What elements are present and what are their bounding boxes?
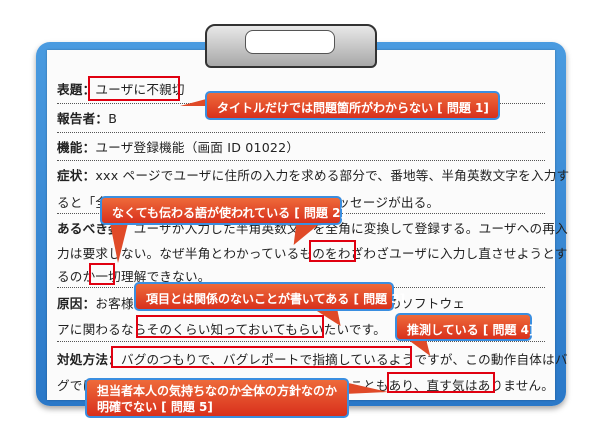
text: 理解できない。	[120, 269, 211, 284]
highlight-box-5	[387, 372, 495, 393]
reporter-value: B	[108, 111, 118, 126]
symptom-row: 症状：xxx ページでユーザに住所の入力を求める部分で、番地等、半角英数文字を入…	[57, 165, 569, 184]
feature-label: 機能：	[57, 140, 96, 155]
divider	[57, 341, 545, 342]
text: わざわざ	[337, 246, 390, 261]
text: そのくらい知っておいてもらいたい	[146, 322, 349, 337]
highlight-box-3	[136, 315, 324, 338]
symptom-label: 症状：	[57, 168, 96, 183]
callout-text: 担当者本人の気持ちなのか全体の方針なのか	[97, 384, 338, 398]
text: るのか	[57, 269, 96, 284]
callout-tail	[344, 382, 388, 394]
highlight-box-2a	[89, 263, 115, 285]
feature-value: ユーザ登録機能（画面 ID 01022）	[95, 140, 300, 155]
cause-label: 原因：	[57, 296, 96, 311]
text: 、この動作自体はバ	[452, 352, 568, 367]
clip-hole	[245, 30, 335, 54]
cause-text-2: アに関わるならそのくらい知っておいてもらいたいです。	[57, 319, 386, 338]
title-value: ユーザに不親切	[95, 82, 185, 97]
highlight-box-2b	[309, 240, 356, 262]
callout-problem-1: タイトルだけでは問題箇所がわからない [ 問題 1]	[205, 91, 500, 120]
clipboard-clip	[205, 24, 377, 68]
fix-row: 対処方法：バグのつもりで、バグレポートで指摘しているようですが、この動作自体はバ	[57, 349, 568, 368]
reporter-row: 報告者：B	[57, 108, 117, 127]
callout-problem-5: 担当者本人の気持ちなのか全体の方針なのか明確でない [ 問題 5]	[85, 378, 349, 418]
text: 直す気はありません	[426, 378, 542, 393]
divider	[57, 132, 545, 133]
title-label: 表題：	[57, 82, 96, 97]
text: ユーザに入力し直させようとす	[389, 246, 568, 261]
text: バグのつもりで、バグレポートで指摘しているようですが	[120, 352, 453, 367]
callout-problem-4: 推測している [ 問題 4]	[395, 313, 535, 341]
text: 力は要求しない。なぜ半角とわかっているものを	[57, 246, 338, 261]
feature-row: 機能：ユーザ登録機能（画面 ID 01022）	[57, 137, 299, 156]
highlight-box-4	[111, 346, 412, 368]
text: です。	[348, 322, 386, 337]
text: アに関わるなら	[57, 322, 147, 337]
reporter-label: 報告者：	[57, 111, 109, 126]
fix-label: 対処方法：	[57, 352, 121, 367]
symptom-text: xxx ページでユーザに住所の入力を求める部分で、番地等、半角英数文字を入力す	[95, 168, 570, 183]
callout-problem-3: 項目とは関係のないことが書いてある [ 問題 3]	[134, 282, 405, 311]
callout-problem-2: なくても伝わる語が使われている [ 問題 2]	[100, 196, 346, 225]
callout-tail	[180, 98, 210, 106]
title-row: 表題：ユーザに不親切	[57, 79, 185, 98]
callout-text: 明確でない [ 問題 5]	[97, 400, 213, 414]
highlight-box-1	[88, 76, 180, 101]
callout-tail	[110, 223, 128, 263]
divider	[57, 160, 545, 161]
text: 。	[541, 378, 555, 393]
